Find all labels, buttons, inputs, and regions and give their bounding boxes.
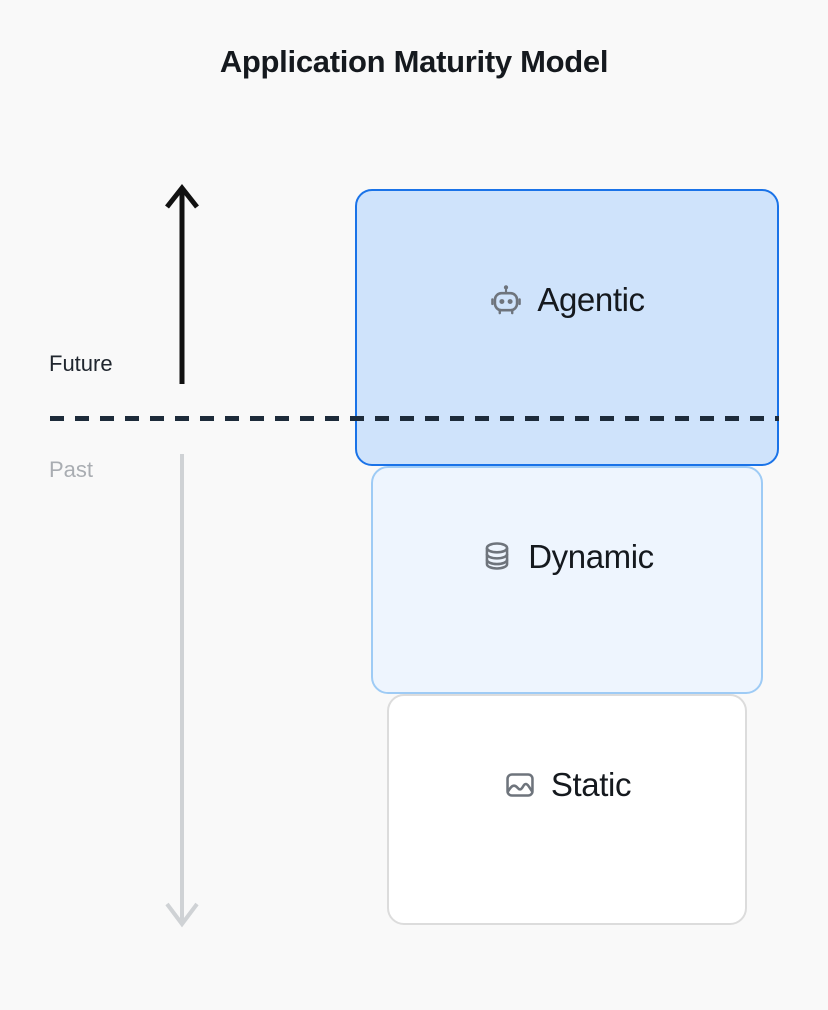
stage-label-static: Static: [550, 766, 632, 803]
arrow-up-icon: [165, 183, 199, 384]
axis-label-future: Future: [49, 351, 113, 376]
image-icon: [506, 772, 534, 797]
stage-label-dynamic: Dynamic: [528, 537, 654, 575]
past-future-divider: [50, 416, 779, 421]
stage-content-dynamic: Dynamic: [480, 539, 654, 573]
stage-content-agentic: Agentic: [489, 281, 645, 318]
page-title: Application Maturity Model: [219, 44, 609, 79]
stage-content-static: Static: [503, 768, 631, 802]
stage-box-static[interactable]: Static: [387, 694, 747, 925]
stage-box-dynamic[interactable]: Dynamic: [371, 466, 763, 694]
time-axis-group: Future Past: [0, 0, 340, 1010]
robot-icon: [491, 284, 522, 314]
stage-label-agentic: Agentic: [537, 281, 645, 318]
arrow-down-icon: [165, 454, 199, 928]
stage-box-agentic[interactable]: Agentic: [355, 189, 779, 466]
axis-label-past: Past: [49, 457, 94, 482]
database-icon: [485, 542, 509, 570]
